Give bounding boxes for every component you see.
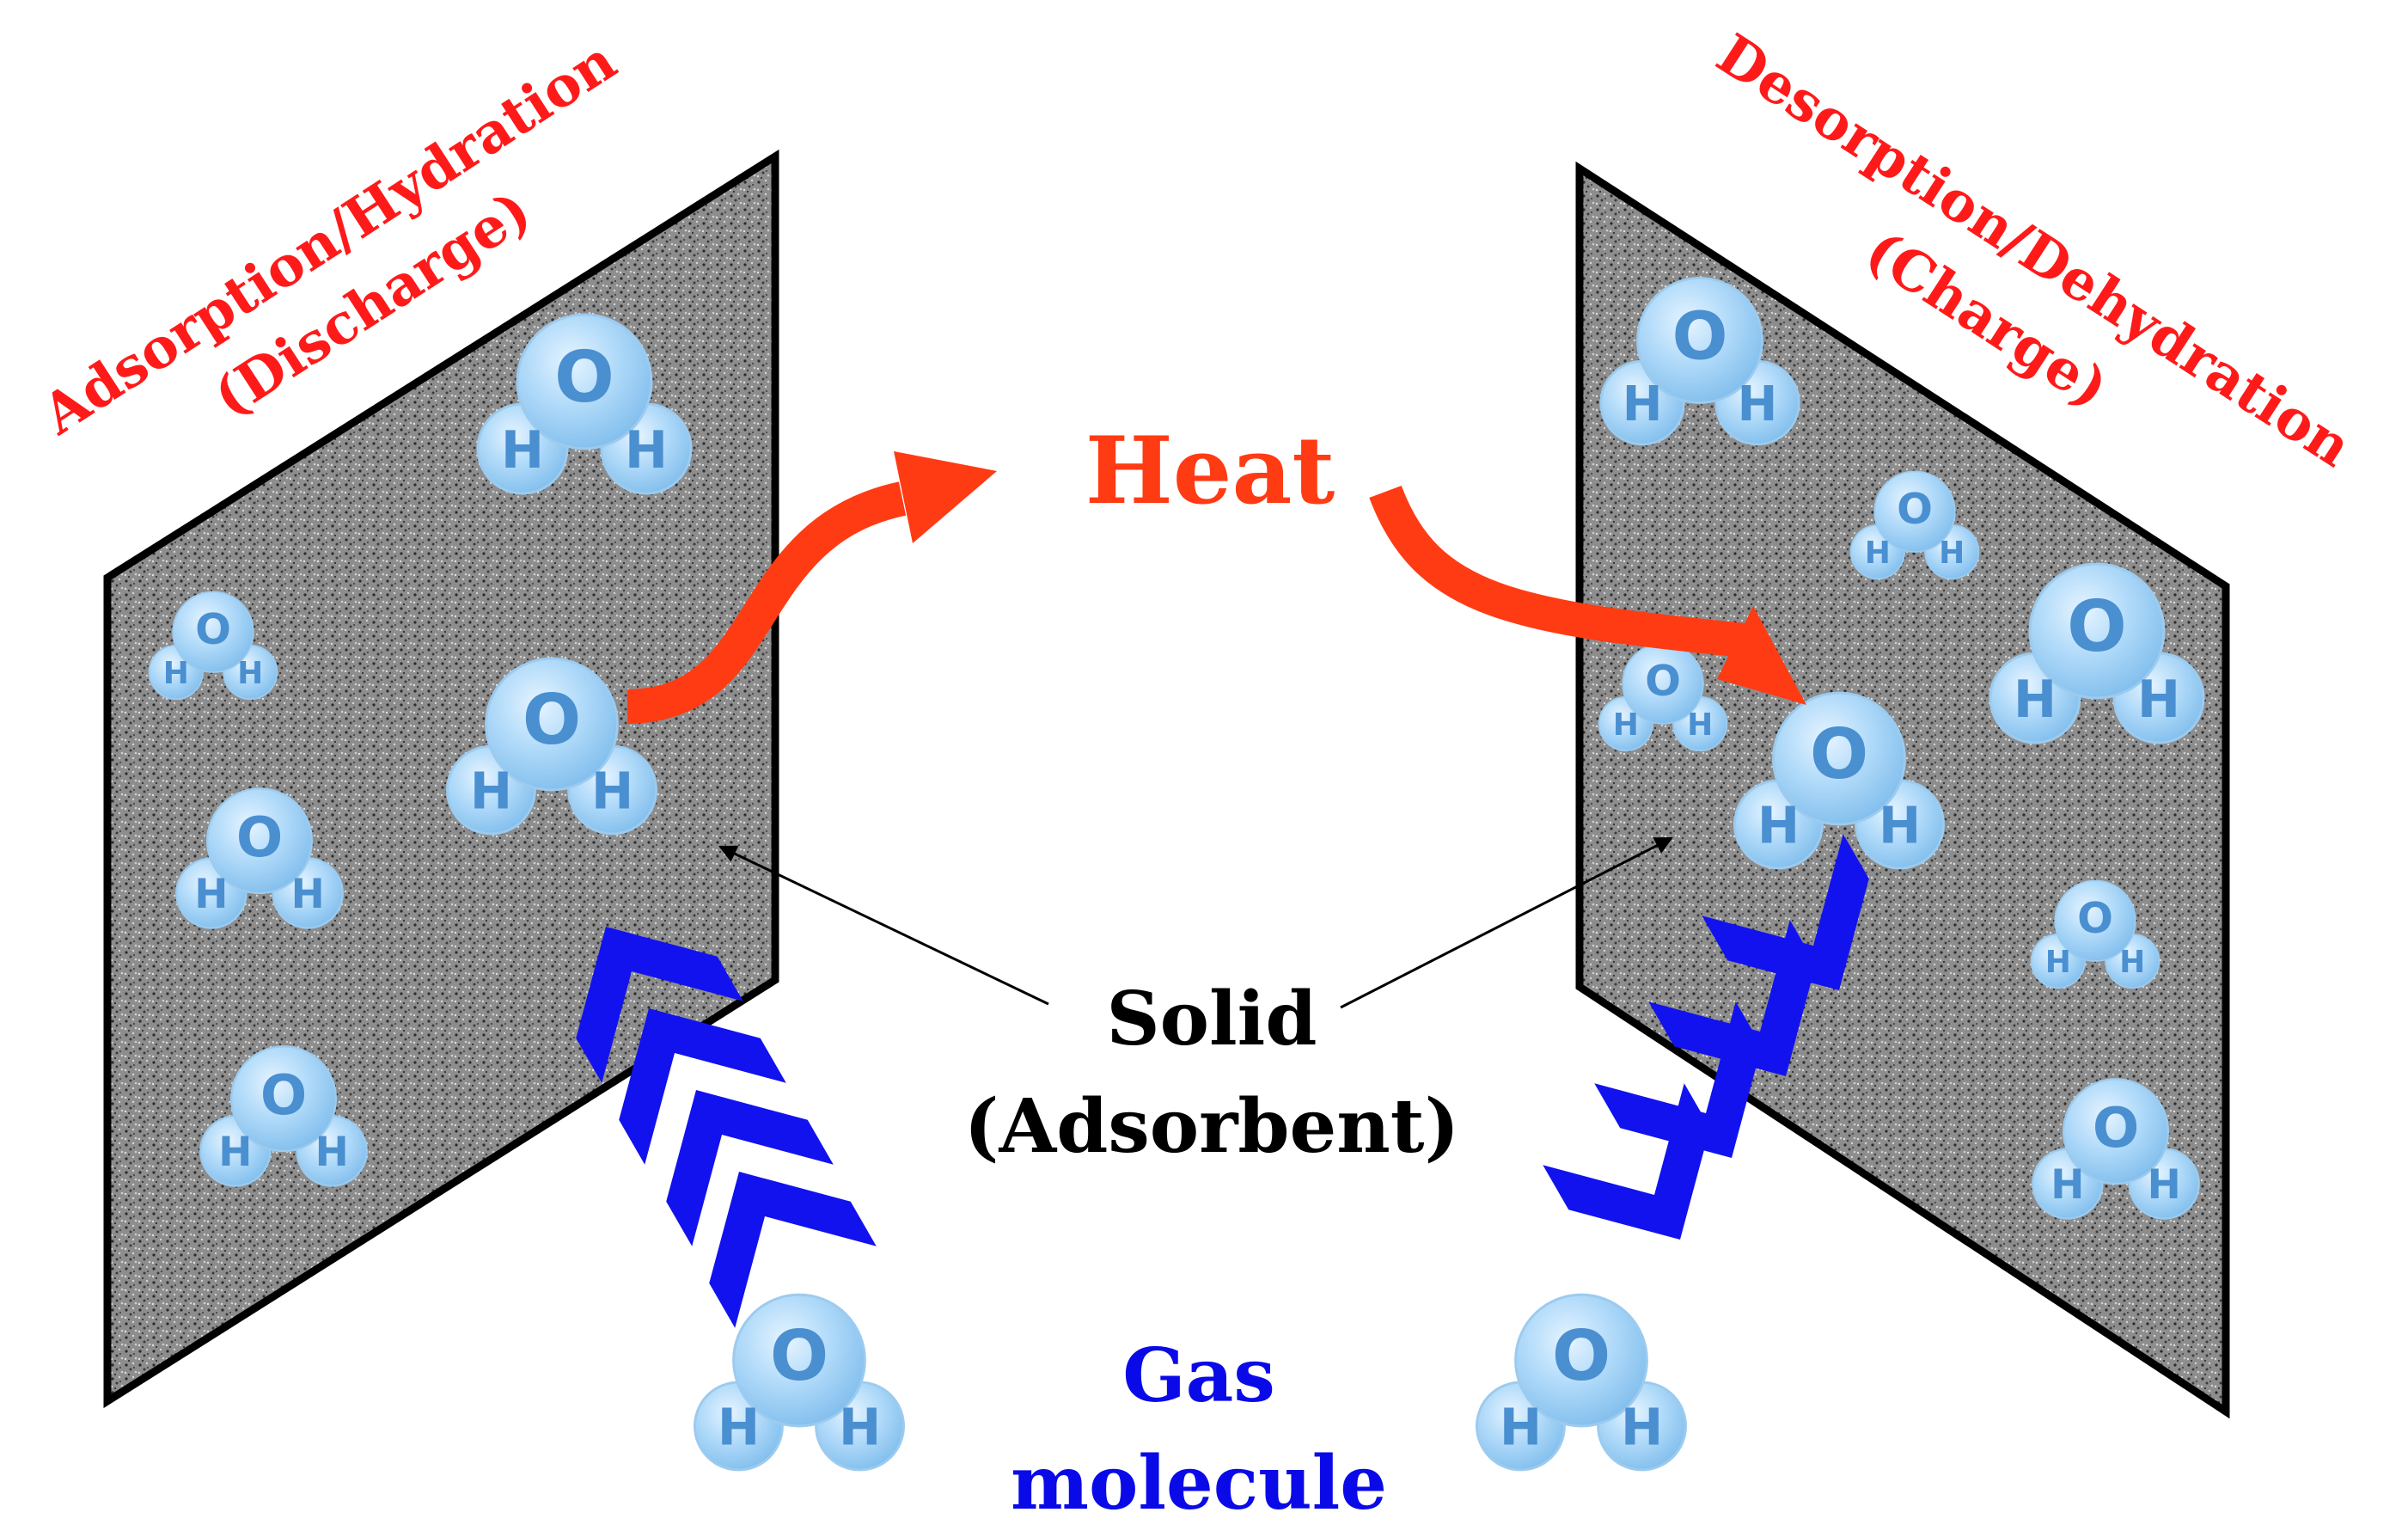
- hydrogen-atom-label: H: [625, 420, 668, 481]
- heat-label: Heat: [1085, 417, 1335, 525]
- adsorbent-label: (Adsorbent): [964, 1083, 1459, 1170]
- water-molecule-icon: OH H: [1849, 470, 1980, 580]
- oxygen-atom-label: O: [1897, 484, 1933, 534]
- hydrogen-atom-label: H: [1757, 796, 1800, 855]
- water-molecule-icon: OH H: [1476, 1293, 1687, 1472]
- hydrogen-atom-label: H: [218, 1130, 252, 1176]
- hydrogen-atom-label: H: [1865, 536, 1891, 571]
- hydrogen-atom-label: H: [2119, 945, 2145, 980]
- hydrogen-atom-label: H: [718, 1398, 760, 1457]
- oxygen-atom-label: O: [523, 679, 581, 760]
- heat-out-arrow: [626, 481, 907, 724]
- water-molecule-icon: OH H: [1733, 691, 1945, 870]
- water-molecule-icon: OH H: [476, 313, 693, 495]
- oxygen-atom-label: O: [2077, 893, 2113, 943]
- heat-in-arrow: [1369, 485, 1746, 658]
- water-molecule-icon: OH H: [175, 787, 344, 929]
- hydrogen-atom-label: H: [1738, 377, 1778, 432]
- solid-label: Solid: [1107, 976, 1317, 1062]
- heat-out-arrowhead: [894, 451, 997, 543]
- hydrogen-atom-label: H: [591, 762, 633, 821]
- water-molecule-icon: OH H: [1598, 642, 1728, 752]
- heat-in-arrowhead: [1717, 606, 1806, 705]
- oxygen-atom-label: O: [236, 806, 283, 870]
- oxygen-atom-label: O: [554, 337, 614, 419]
- hydrogen-atom-label: H: [1687, 707, 1713, 743]
- hydrogen-atom-label: H: [1623, 377, 1663, 432]
- water-molecule-icon: OH H: [148, 591, 278, 701]
- hydrogen-atom-label: H: [1500, 1398, 1542, 1457]
- solid-pointer-right: [1340, 836, 1673, 1009]
- molecule-label: molecule: [1011, 1440, 1387, 1527]
- oxygen-atom-label: O: [1645, 656, 1681, 706]
- solid-pointer-left: [718, 845, 1049, 1006]
- water-molecule-icon: OH H: [199, 1045, 368, 1187]
- hydrogen-atom-label: H: [2137, 670, 2180, 730]
- hydrogen-atom-label: H: [2014, 670, 2057, 730]
- hydrogen-atom-label: H: [2050, 1162, 2084, 1209]
- hydrogen-atom-label: H: [470, 762, 512, 821]
- oxygen-atom-label: O: [2067, 586, 2127, 668]
- hydrogen-atom-label: H: [291, 872, 325, 918]
- hydrogen-atom-label: H: [1613, 707, 1639, 743]
- water-molecule-icon: OH H: [2030, 879, 2160, 989]
- water-molecule-icon: OH H: [694, 1293, 905, 1472]
- oxygen-atom-label: O: [770, 1315, 828, 1396]
- hydrogen-atom-label: H: [2148, 1162, 2181, 1209]
- hydrogen-atom-label: H: [1879, 796, 1921, 855]
- hydrogen-atom-label: H: [315, 1130, 349, 1176]
- oxygen-atom-label: O: [260, 1064, 307, 1128]
- hydrogen-atom-label: H: [839, 1398, 881, 1457]
- hydrogen-atom-label: H: [194, 872, 228, 918]
- water-molecule-icon: OH H: [446, 657, 657, 836]
- hydrogen-atom-label: H: [1621, 1398, 1663, 1457]
- gas-label: Gas: [1122, 1332, 1275, 1419]
- oxygen-atom-label: O: [1552, 1315, 1610, 1396]
- hydrogen-atom-label: H: [2045, 945, 2071, 980]
- water-molecule-icon: OH H: [1989, 562, 2205, 744]
- hydrogen-atom-label: H: [237, 656, 263, 691]
- oxygen-atom-label: O: [195, 604, 231, 654]
- hydrogen-atom-label: H: [163, 656, 189, 691]
- hydrogen-atom-label: H: [1939, 536, 1965, 571]
- water-molecule-icon: OH H: [2032, 1078, 2200, 1220]
- hydrogen-atom-label: H: [501, 420, 544, 481]
- oxygen-atom-label: O: [2093, 1097, 2139, 1160]
- oxygen-atom-label: O: [1672, 297, 1728, 374]
- oxygen-atom-label: O: [1810, 713, 1868, 794]
- water-molecule-icon: OH H: [1599, 277, 1800, 446]
